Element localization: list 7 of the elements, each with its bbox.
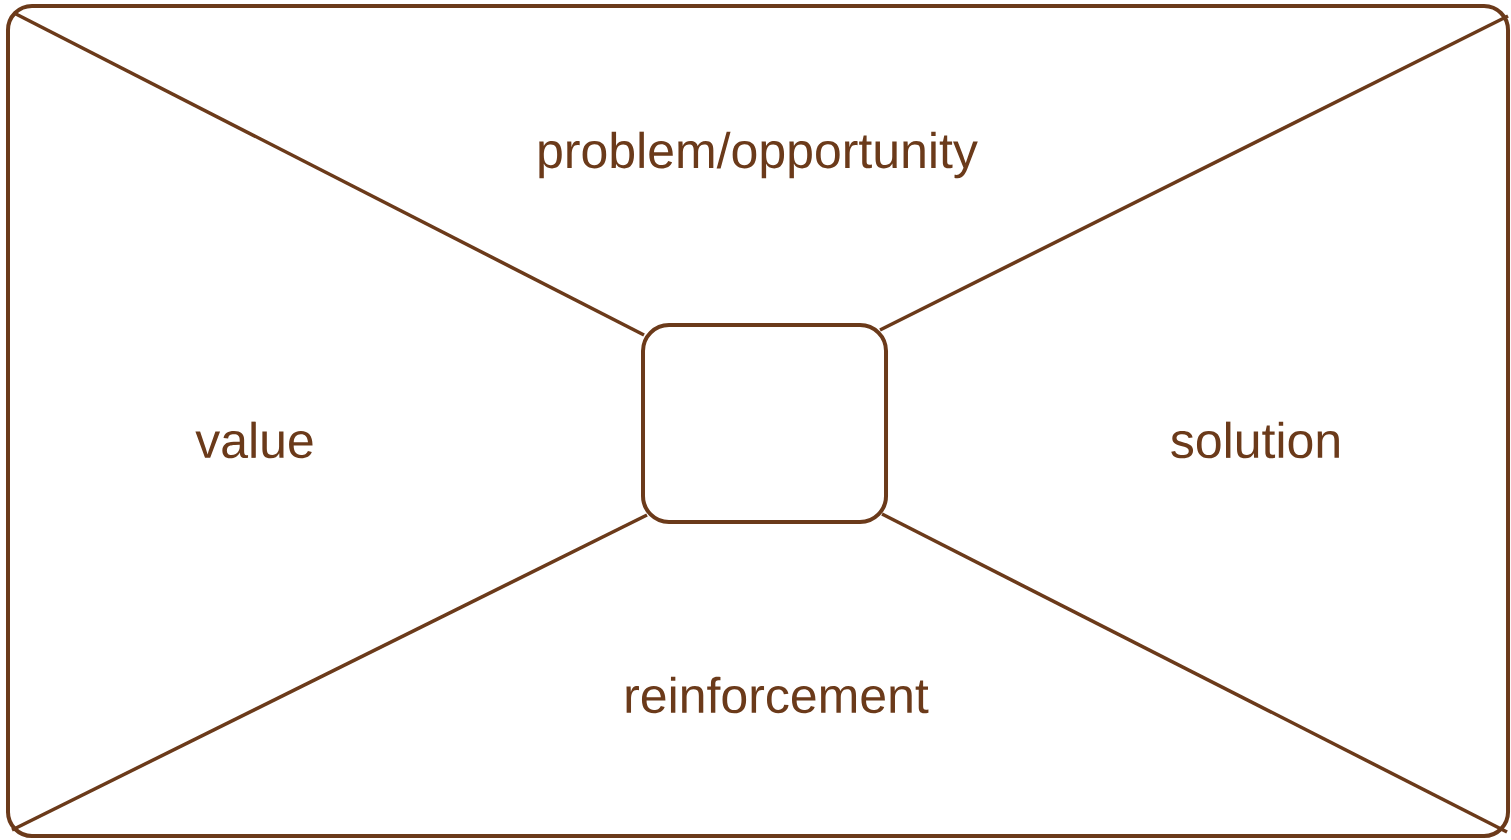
connector-line xyxy=(11,513,648,832)
region-label: value xyxy=(195,421,313,459)
region-label: reinforcement xyxy=(626,676,929,714)
canvas-frame xyxy=(6,4,1510,838)
region-label: problem/opportunity xyxy=(539,131,978,179)
center-box xyxy=(641,323,888,524)
region-label: solution xyxy=(1171,421,1339,459)
